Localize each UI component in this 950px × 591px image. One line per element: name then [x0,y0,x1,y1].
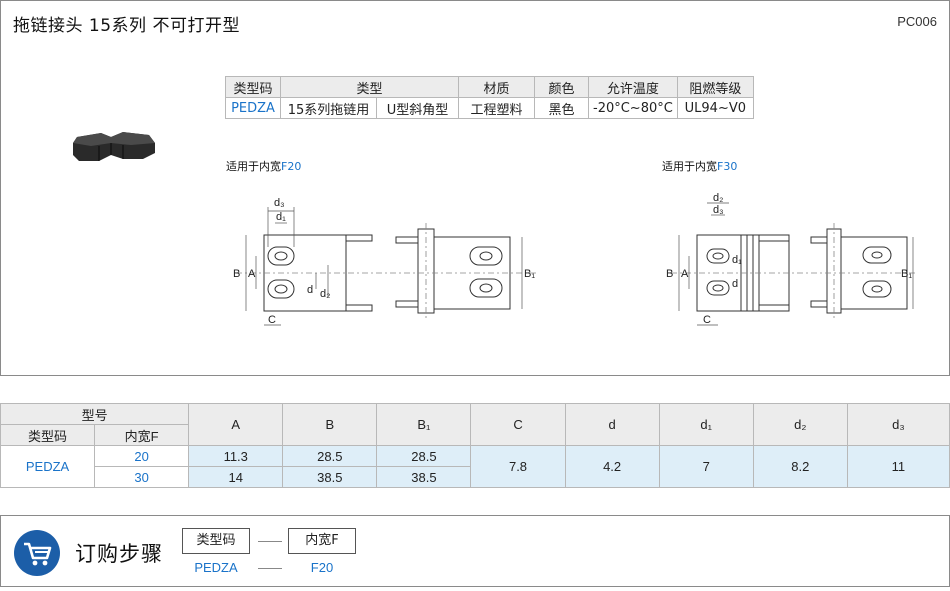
label-d3: d₃ [274,197,285,209]
caption-right-value: F30 [717,160,738,173]
caption-left-prefix: 适用于内宽 [226,160,281,173]
dims-header-b: B [282,403,378,446]
dims-header-d3: d₃ [846,403,950,446]
dims-cell-width: 30 [94,466,190,488]
label-b1: B₁ [524,268,535,280]
table-row: 30 14 38.5 38.5 [1,466,950,488]
drawing-right: d₂ d₃ d₁ d B A C B₁ [666,192,916,326]
dimension-table: 型号 A B B₁ C d d₁ d₂ d₃ 类型码 内宽F PEDZA 20 … [0,403,950,488]
caption-left: 适用于内宽F20 [226,158,301,174]
dims-cell-d1: 7 [658,445,754,488]
spec-table: 类型码 类型 材质 颜色 允许温度 阻燃等级 PEDZA 15系列拖链用 U型斜… [225,76,754,119]
spec-header-type-code: 类型码 [225,76,281,98]
dims-header-a: A [188,403,284,446]
dims-cell-b: 28.5 [282,445,378,467]
spec-header-type: 类型 [280,76,459,98]
cart-icon [14,530,60,576]
spec-cell-shape: U型斜角型 [376,97,459,119]
caption-right-prefix: 适用于内宽 [662,160,717,173]
step-type-code: 类型码 [182,528,250,554]
label-d: d [307,284,313,296]
label-a: A [248,268,256,280]
dims-cell-model: PEDZA [0,445,96,488]
caption-left-value: F20 [281,160,302,173]
label-b: B [666,268,673,280]
dims-header-c: C [470,403,566,446]
label-b1: B₁ [901,268,912,280]
dims-header-b1: B₁ [376,403,472,446]
spec-header-color: 颜色 [534,76,589,98]
spec-cell-type-code: PEDZA [225,97,281,119]
page-title: 拖链接头 15系列 不可打开型 [13,16,240,36]
label-d3: d₃ [713,204,724,216]
label-d1: d₁ [732,254,742,266]
product-code: PC006 [897,14,937,29]
spec-cell-series: 15系列拖链用 [280,97,377,119]
dims-header-model: 型号 [0,403,190,425]
dims-cell-a: 14 [188,466,284,488]
dims-cell-b1: 28.5 [376,445,472,467]
dims-header-d1: d₁ [658,403,754,446]
spec-cell-temperature: -20°C~80°C [588,97,678,119]
dims-header-width: 内宽F [94,424,190,446]
product-image [73,132,155,161]
spec-cell-flame-rating: UL94~V0 [676,97,754,119]
dims-cell-d2: 8.2 [752,445,848,488]
dims-cell-a: 11.3 [188,445,284,467]
dims-cell-d: 4.2 [564,445,660,488]
dims-cell-c: 7.8 [470,445,566,488]
spec-header-flame-rating: 阻燃等级 [676,76,754,98]
order-title: 订购步骤 [75,542,163,566]
dims-cell-b: 38.5 [282,466,378,488]
label-c: C [268,314,276,326]
table-row: PEDZA 20 11.3 28.5 28.5 7.8 4.2 7 8.2 11 [0,445,950,488]
step-inner-width: 内宽F [288,528,356,554]
dims-cell-width: 20 [94,445,190,467]
label-d: d [732,278,738,290]
step-divider [258,541,282,542]
label-d2: d₂ [713,192,723,204]
label-c: C [703,314,711,326]
product-panel: 拖链接头 15系列 不可打开型 PC006 类型码 类型 材质 颜色 允许温度 … [0,0,950,376]
order-panel: 订购步骤 类型码 内宽F PEDZA F20 [0,515,950,587]
step-value-type-code: PEDZA [194,560,238,575]
label-a: A [681,268,689,280]
caption-right: 适用于内宽F30 [662,158,737,174]
dims-cell-d3: 11 [846,445,950,488]
dims-header-d2: d₂ [752,403,848,446]
spec-cell-color: 黑色 [534,97,589,119]
label-b: B [233,268,240,280]
label-d1: d₁ [276,211,286,223]
dims-header-type-code: 类型码 [0,424,96,446]
step-value-divider [258,568,282,569]
dims-cell-b1: 38.5 [376,466,472,488]
dims-header-d: d [564,403,660,446]
spec-header-material: 材质 [458,76,535,98]
step-value-inner-width: F20 [310,560,334,575]
label-d2: d₂ [320,288,330,300]
spec-header-temperature: 允许温度 [588,76,678,98]
spec-cell-material: 工程塑料 [458,97,535,119]
drawing-left: d₃ d₁ B A d d₂ C B₁ [233,197,536,326]
